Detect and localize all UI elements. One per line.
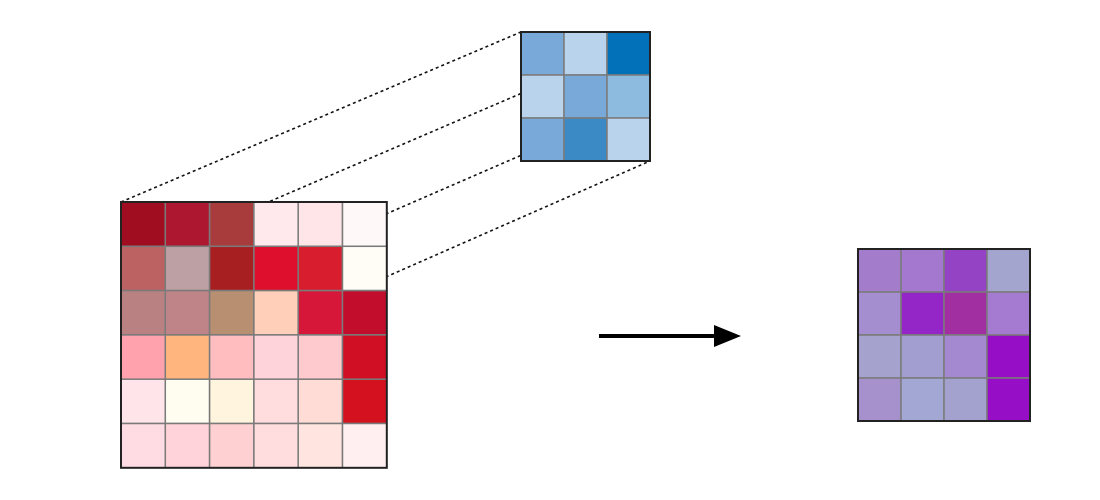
output-border: [857, 248, 1031, 422]
input-cell-5-4: [297, 422, 344, 469]
output-cell-2-2: [943, 334, 988, 379]
output-cell-1-0: [857, 291, 902, 336]
output-cell-0-2: [943, 248, 988, 293]
input-cell-5-0: [120, 422, 167, 469]
kernel-cell-2-2: [606, 117, 651, 162]
input-cell-3-3: [253, 334, 299, 380]
input-cell-4-0: [120, 378, 167, 425]
input-cell-2-1: [164, 289, 211, 336]
input-cell-1-0: [120, 245, 167, 292]
output-cell-0-0: [857, 248, 902, 293]
input-cell-5-3: [253, 422, 299, 469]
input-cell-1-5: [341, 245, 388, 292]
input-cell-0-1: [164, 201, 211, 248]
output-cell-3-3: [986, 377, 1031, 422]
projection-line-0: [120, 31, 522, 203]
input-border: [120, 201, 388, 469]
input-cell-5-2: [208, 422, 255, 469]
input-cell-3-1: [164, 334, 211, 380]
input-cell-3-4: [297, 334, 344, 380]
input-cell-1-2: [208, 245, 255, 292]
input-cell-5-5: [341, 422, 388, 469]
output-cell-3-2: [943, 377, 988, 422]
right-arrow-icon: [599, 325, 741, 347]
output-cell-0-3: [986, 248, 1031, 293]
output-cell-2-3: [986, 334, 1031, 379]
kernel-cell-1-2: [606, 74, 651, 119]
output-cell-2-0: [857, 334, 902, 379]
input-cell-0-5: [341, 201, 388, 248]
input-cell-4-1: [164, 378, 211, 425]
input-cell-0-3: [253, 201, 299, 248]
input-cell-2-2: [208, 289, 255, 336]
input-cell-4-4: [297, 378, 344, 425]
output-cell-3-1: [900, 377, 945, 422]
input-cell-1-4: [297, 245, 344, 292]
input-cell-3-5: [341, 334, 388, 380]
input-cell-4-3: [253, 378, 299, 425]
kernel-cell-2-1: [563, 117, 608, 162]
input-cell-2-5: [341, 289, 388, 336]
kernel-grid: [520, 31, 651, 162]
input-cell-4-2: [208, 378, 255, 425]
input-cell-3-0: [120, 334, 167, 380]
input-cell-2-4: [297, 289, 344, 336]
input-cell-3-2: [208, 334, 255, 380]
kernel-cell-0-0: [520, 31, 565, 76]
output-cell-1-1: [900, 291, 945, 336]
input-cell-4-5: [341, 378, 388, 425]
output-cell-0-1: [900, 248, 945, 293]
input-cell-5-1: [164, 422, 211, 469]
output-grid: [857, 248, 1031, 422]
input-grid: [120, 201, 388, 469]
input-cell-0-0: [120, 201, 167, 248]
kernel-cell-1-1: [563, 74, 608, 119]
input-cell-1-3: [253, 245, 299, 292]
output-cell-2-1: [900, 334, 945, 379]
kernel-border: [520, 31, 651, 162]
input-cell-2-3: [253, 289, 299, 336]
kernel-cell-0-1: [563, 31, 608, 76]
input-cell-1-1: [164, 245, 211, 292]
input-cell-0-2: [208, 201, 255, 248]
kernel-cell-0-2: [606, 31, 651, 76]
input-cell-0-4: [297, 201, 344, 248]
output-cell-1-2: [943, 291, 988, 336]
input-cell-2-0: [120, 289, 167, 336]
output-cell-3-0: [857, 377, 902, 422]
output-cell-1-3: [986, 291, 1031, 336]
arrow-head: [714, 325, 741, 347]
kernel-cell-2-0: [520, 117, 565, 162]
kernel-cell-1-0: [520, 74, 565, 119]
